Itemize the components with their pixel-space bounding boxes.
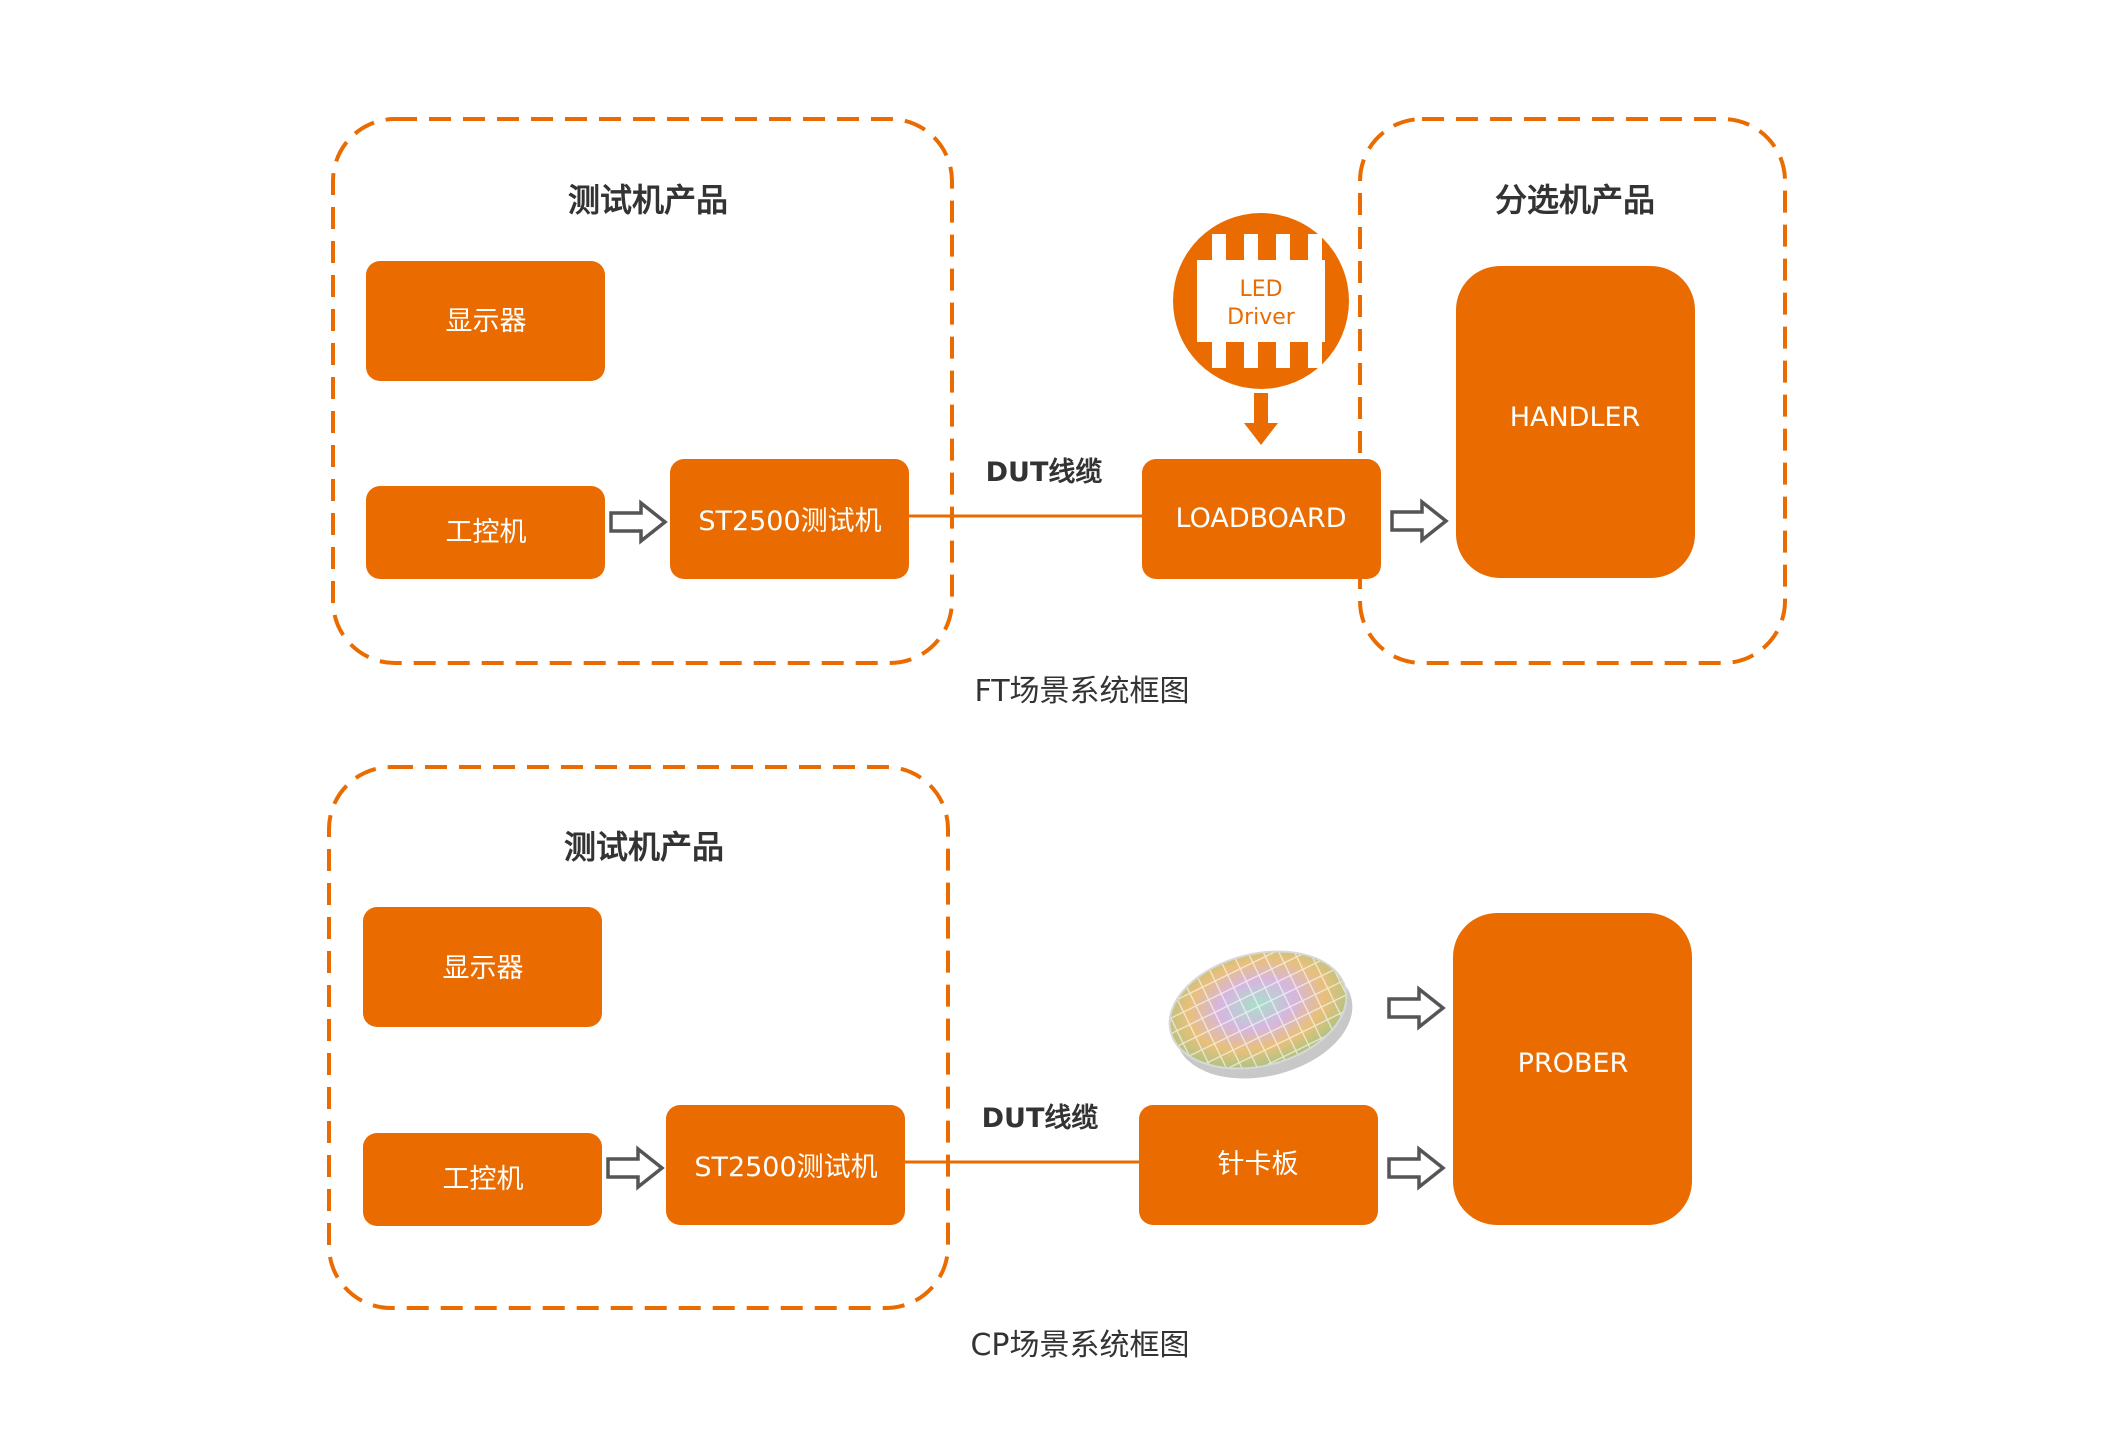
ft-tester-group-frame — [331, 117, 954, 665]
cp-tester-group-title: 测试机产品 — [564, 828, 724, 866]
cp-ipc-box — [363, 1133, 602, 1226]
ft-handler-group-frame — [1358, 117, 1787, 665]
cp-display-box — [363, 907, 602, 1027]
ft-display-label: 显示器 — [446, 306, 527, 337]
cp-tester-group-frame — [327, 765, 950, 1310]
cp-prober-label: PROBER — [1518, 1048, 1629, 1079]
hollow-arrow-right-icon — [606, 1147, 664, 1189]
hollow-arrow-right-icon — [1390, 500, 1448, 542]
wafer-icon — [1168, 950, 1353, 1079]
ft-loadboard-box — [1142, 459, 1381, 579]
cp-tester-label: ST2500测试机 — [694, 1152, 877, 1183]
cp-dut-cable-label: DUT线缆 — [982, 1103, 1099, 1134]
cp-probe-card-label: 针卡板 — [1218, 1149, 1299, 1180]
ft-tester-group-title: 测试机产品 — [568, 181, 728, 219]
cp-ipc-label: 工控机 — [443, 1164, 524, 1195]
cp-diagram: 测试机产品 显示器 工控机 ST2500测试机 DUT线缆 针卡板 PROBER… — [327, 765, 1692, 1363]
hollow-arrow-right-icon — [609, 501, 667, 543]
ft-display-box — [366, 261, 605, 381]
ft-tester-box — [670, 459, 909, 579]
led-driver-label-line2: Driver — [1227, 305, 1296, 330]
led-driver-chip-icon: LED Driver — [1173, 213, 1349, 389]
ft-ipc-label: 工控机 — [446, 517, 527, 548]
ft-handler-label: HANDLER — [1510, 402, 1641, 433]
ft-diagram-caption: FT场景系统框图 — [974, 674, 1189, 709]
hollow-arrow-right-icon — [1387, 987, 1445, 1029]
cp-display-label: 显示器 — [443, 953, 524, 984]
cp-prober-box — [1453, 913, 1692, 1225]
ft-diagram: 测试机产品 显示器 工控机 ST2500测试机 DUT线缆 LED Driver — [331, 117, 1787, 709]
cp-probe-card-box — [1139, 1105, 1378, 1225]
hollow-arrow-right-icon — [1387, 1147, 1445, 1189]
ft-ipc-box — [366, 486, 605, 579]
cp-tester-box — [666, 1105, 905, 1225]
ft-handler-box — [1456, 266, 1695, 578]
ft-loadboard-label: LOADBOARD — [1176, 503, 1347, 534]
led-driver-label-line1: LED — [1239, 277, 1282, 302]
ft-handler-group-title: 分选机产品 — [1495, 181, 1655, 219]
cp-diagram-caption: CP场景系统框图 — [970, 1328, 1189, 1363]
arrow-down-icon — [1244, 393, 1278, 445]
ft-dut-cable-label: DUT线缆 — [986, 457, 1103, 488]
ft-tester-label: ST2500测试机 — [698, 506, 881, 537]
